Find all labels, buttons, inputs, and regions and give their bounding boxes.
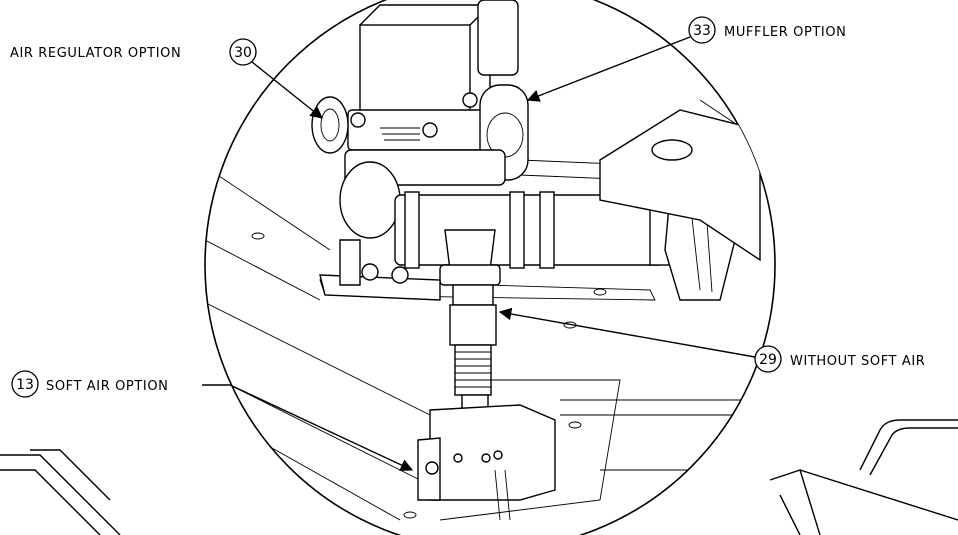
- leader-arrow: [526, 36, 691, 102]
- callout-soft-air: 13 SOFT AIR OPTION: [11, 370, 414, 471]
- leader-arrow: [202, 384, 414, 471]
- callout-number: 29: [759, 352, 777, 368]
- base-frame-right: [769, 419, 958, 535]
- callout-air-regulator: AIR REGULATOR OPTION 30: [10, 38, 323, 119]
- valve-assembly-drawing: [205, 0, 761, 521]
- callout-muffler: 33 MUFFLER OPTION: [526, 16, 847, 102]
- callout-number-circle: [688, 16, 716, 44]
- callout-number-circle: [754, 345, 782, 373]
- leader-arrow: [251, 61, 323, 119]
- callout-number: 30: [234, 45, 252, 61]
- base-frame-left: [0, 449, 121, 535]
- callout-label: AIR REGULATOR OPTION: [10, 46, 181, 61]
- callout-number: 33: [693, 23, 711, 39]
- callout-without-soft-air: 29 WITHOUT SOFT AIR: [498, 307, 925, 373]
- callout-number: 13: [16, 377, 34, 393]
- callout-label: WITHOUT SOFT AIR: [790, 354, 925, 369]
- callout-label: SOFT AIR OPTION: [46, 379, 169, 394]
- callout-number-circle: [11, 370, 39, 398]
- leader-arrow: [498, 307, 756, 358]
- callout-number-circle: [229, 38, 257, 66]
- callout-label: MUFFLER OPTION: [724, 25, 847, 40]
